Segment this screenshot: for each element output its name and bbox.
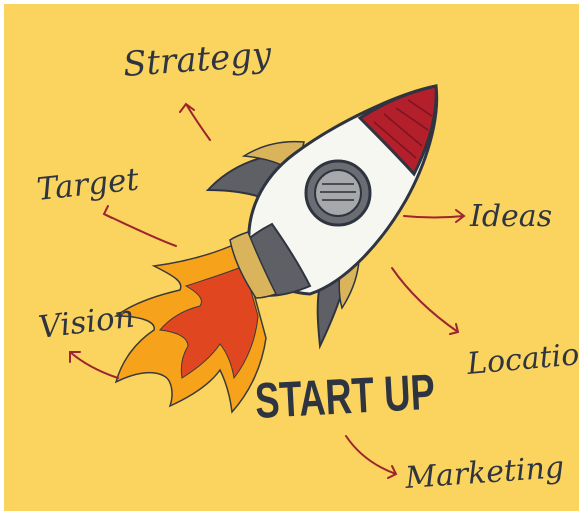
label-target: Target xyxy=(35,161,141,208)
arrow-target xyxy=(102,205,177,247)
label-location: Location xyxy=(465,336,579,382)
startup-illustration: Strategy Target Vision Ideas Location Ma… xyxy=(35,35,579,496)
rocket-flame xyxy=(113,240,267,414)
rocket-porthole xyxy=(304,159,372,227)
arrow-vision xyxy=(69,351,119,379)
label-ideas: Ideas xyxy=(469,199,552,234)
poster-background: Strategy Target Vision Ideas Location Ma… xyxy=(4,4,579,511)
label-strategy: Strategy xyxy=(122,35,273,85)
label-marketing: Marketing xyxy=(403,450,565,496)
rocket-nose-cone xyxy=(357,84,438,177)
arrow-strategy xyxy=(179,102,211,141)
rocket-nozzle xyxy=(229,222,312,299)
arrow-ideas xyxy=(403,209,466,223)
arrow-marketing xyxy=(345,435,398,479)
arrow-location xyxy=(391,267,460,335)
headline-startup: START UP xyxy=(254,364,437,429)
label-vision: Vision xyxy=(37,298,137,345)
